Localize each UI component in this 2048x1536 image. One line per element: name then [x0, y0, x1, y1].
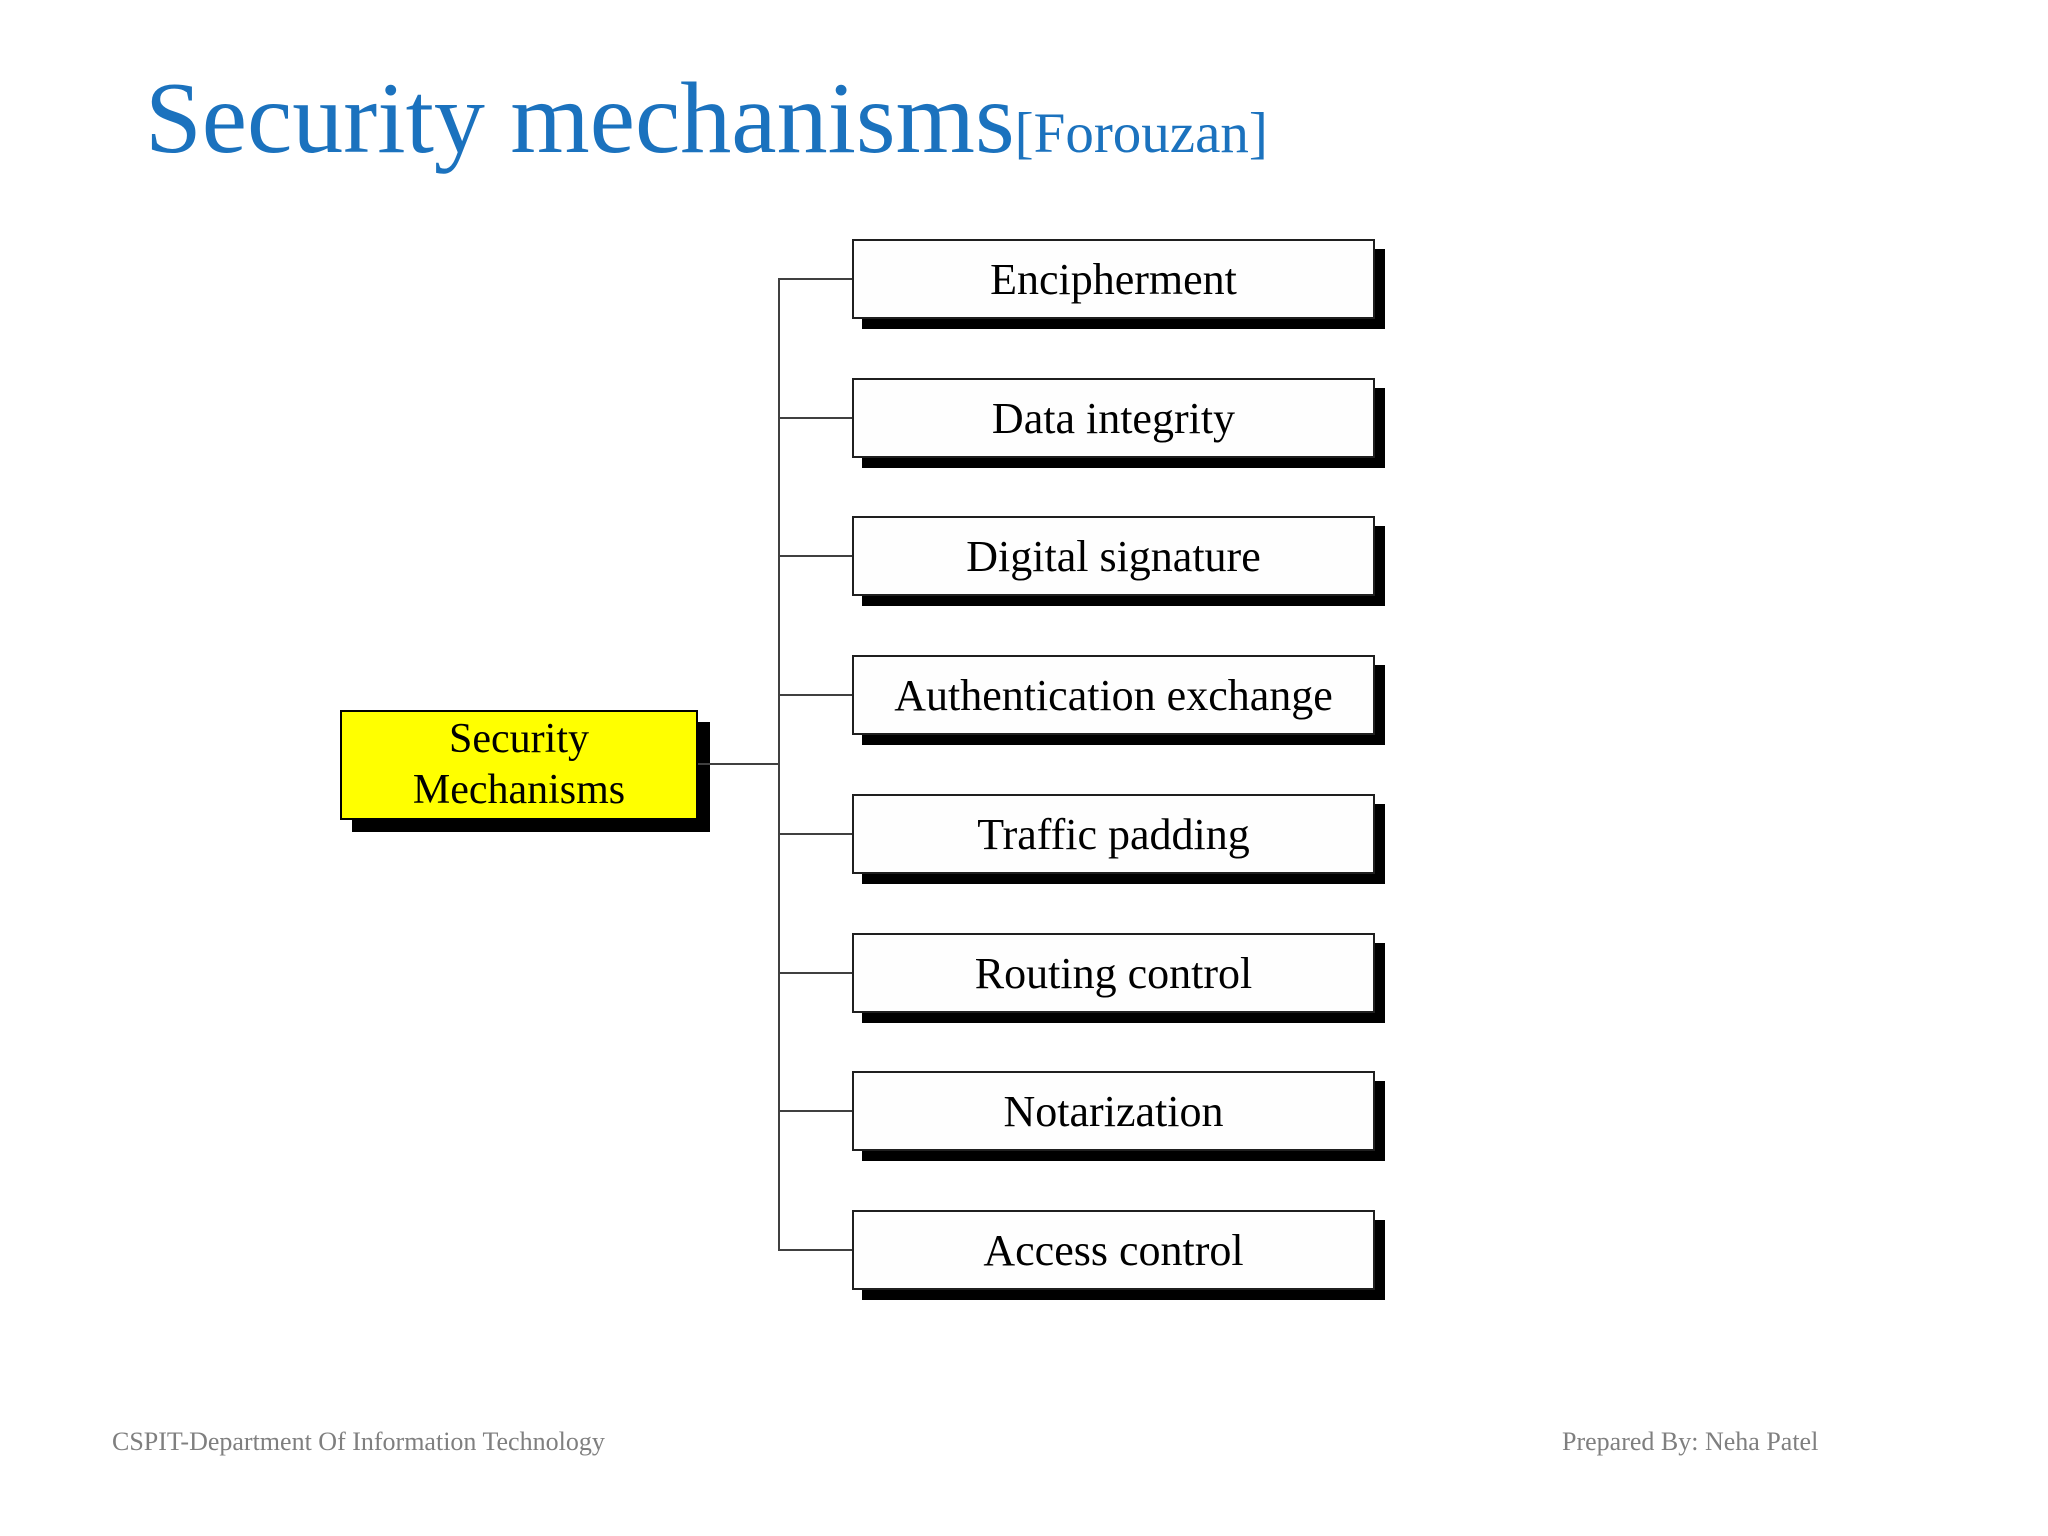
node-label: Encipherment: [990, 254, 1237, 304]
title-citation: [Forouzan]: [1014, 102, 1268, 165]
trunk-line: [778, 278, 780, 1251]
page-title: Security mechanisms: [145, 62, 1015, 175]
branch-line-access-control: [779, 1249, 854, 1251]
branch-line-routing-control: [779, 972, 854, 974]
footer-author: Prepared By: Neha Patel: [1562, 1427, 1819, 1456]
branch-line-encipherment: [779, 278, 854, 280]
node-encipherment: Encipherment: [852, 239, 1375, 319]
node-access-control: Access control: [852, 1210, 1375, 1290]
branch-line-digital-signature: [779, 555, 854, 557]
node-traffic-padding: Traffic padding: [852, 794, 1375, 874]
node-notarization: Notarization: [852, 1071, 1375, 1151]
node-routing-control: Routing control: [852, 933, 1375, 1013]
root-node-security-mechanisms: Security Mechanisms: [340, 710, 698, 820]
branch-line-authentication-exchange: [779, 694, 854, 696]
node-label: Routing control: [974, 948, 1253, 998]
footer-department: CSPIT-Department Of Information Technolo…: [112, 1427, 605, 1456]
branch-line-traffic-padding: [779, 833, 854, 835]
node-label: Digital signature: [966, 531, 1261, 581]
node-authentication-exchange: Authentication exchange: [852, 655, 1375, 735]
node-label: Access control: [983, 1225, 1244, 1275]
node-label: Authentication exchange: [894, 670, 1333, 720]
root-node-label: Security Mechanisms: [412, 715, 626, 813]
node-label: Notarization: [1003, 1086, 1224, 1136]
node-data-integrity: Data integrity: [852, 378, 1375, 458]
branch-line-data-integrity: [779, 417, 854, 419]
node-label: Traffic padding: [977, 809, 1250, 859]
root-connector-line: [698, 763, 779, 765]
branch-line-notarization: [779, 1110, 854, 1112]
node-digital-signature: Digital signature: [852, 516, 1375, 596]
slide-title-row: Security mechanisms [Forouzan]: [145, 68, 1268, 170]
node-label: Data integrity: [991, 393, 1236, 443]
